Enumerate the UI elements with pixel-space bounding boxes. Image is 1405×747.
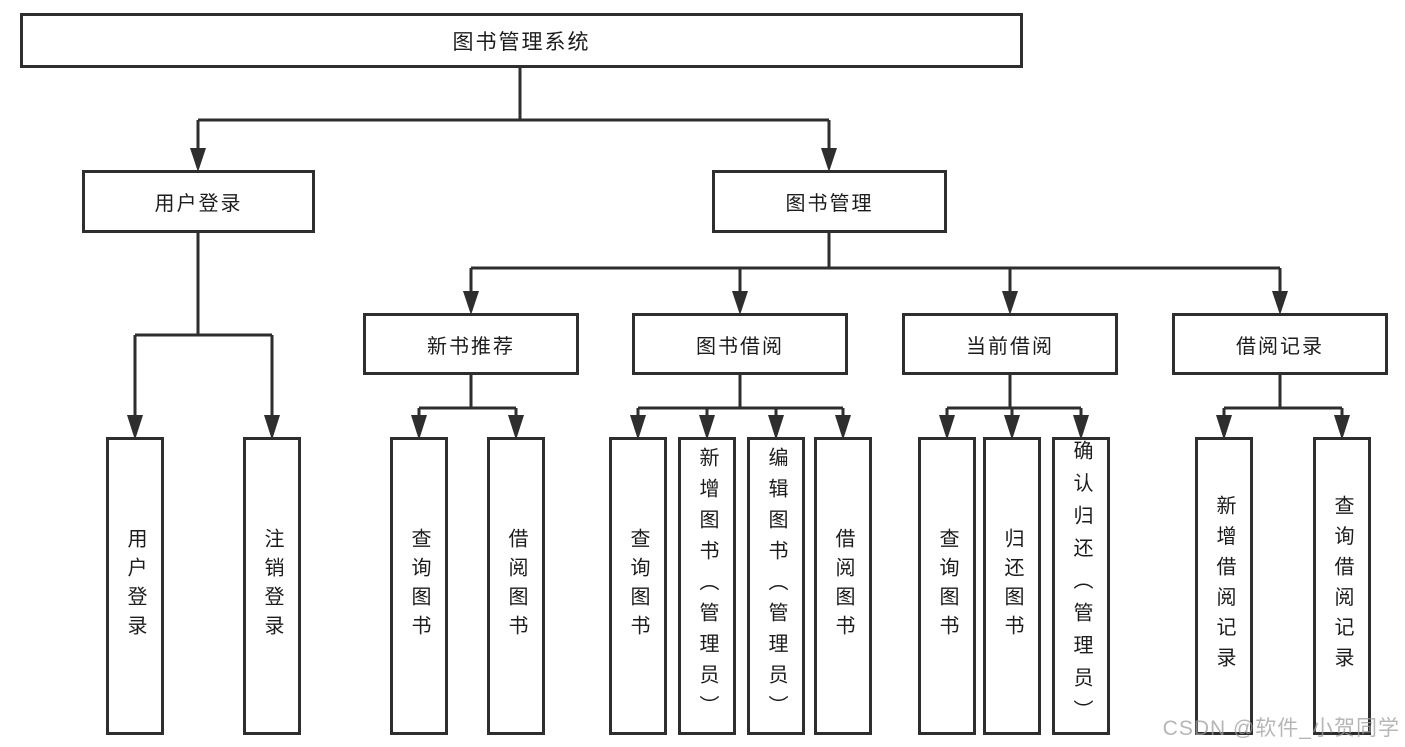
node-label: 当前借阅 (966, 335, 1054, 358)
leaf-logout: 注销登录 (243, 437, 301, 735)
leaf-borrow-books-borrowing: 借阅图书 (814, 437, 872, 735)
node-borrowing-records: 借阅记录 (1172, 313, 1388, 375)
node-label: 注销登录 (261, 528, 283, 644)
leaf-borrow-books-recommend: 借阅图书 (487, 437, 545, 735)
node-label: 图书管理系统 (452, 30, 591, 54)
connector-user-login (133, 233, 274, 435)
arrow-down-icon (190, 148, 206, 172)
node-label: 归还图书 (1001, 528, 1023, 644)
node-label: 借阅图书 (505, 528, 527, 644)
connector-borrowing-records (1222, 375, 1344, 435)
node-label: 新书推荐 (427, 335, 515, 358)
csdn-watermark: CSDN @软件_小贺同学 (1162, 717, 1400, 740)
arrow-down-icon (411, 415, 427, 440)
node-label: 新增借阅记录 (1213, 494, 1235, 678)
node-label: 图书借阅 (696, 335, 784, 358)
leaf-confirm-return-admin: 确认归还（管理员） (1052, 437, 1110, 735)
node-label: 用户登录 (154, 193, 243, 215)
node-current-borrowing: 当前借阅 (902, 313, 1118, 375)
node-label: 用户登录 (124, 528, 146, 644)
leaf-edit-books-admin: 编辑图书（管理员） (747, 437, 805, 735)
leaf-query-books-recommend: 查询图书 (390, 437, 448, 735)
arrow-down-icon (463, 291, 479, 315)
connector-root (196, 68, 831, 168)
arrow-down-icon (630, 415, 646, 440)
leaf-query-books-borrowing: 查询图书 (609, 437, 667, 735)
connector-new-book-recommend (417, 375, 518, 435)
leaf-add-books-admin: 新增图书（管理员） (678, 437, 736, 735)
connector-paths (133, 68, 1344, 435)
node-label: 新增图书（管理员） (696, 446, 718, 726)
connector-book-management (469, 233, 1282, 311)
node-label: 图书管理 (785, 193, 874, 215)
arrow-down-icon (264, 415, 280, 440)
node-label: 查询图书 (627, 528, 649, 644)
arrow-down-icon (1002, 291, 1018, 315)
leaf-return-books: 归还图书 (983, 437, 1041, 735)
leaf-user-login: 用户登录 (106, 437, 164, 735)
node-label: 查询借阅记录 (1331, 494, 1353, 678)
node-new-book-recommend: 新书推荐 (363, 313, 579, 375)
arrow-down-icon (835, 415, 851, 440)
node-book-management: 图书管理 (712, 170, 947, 233)
node-label: 编辑图书（管理员） (765, 446, 787, 726)
arrow-down-icon (821, 148, 837, 172)
arrow-down-icon (1216, 415, 1232, 440)
arrow-down-icon (1334, 415, 1350, 440)
node-label: 查询图书 (936, 528, 958, 644)
arrow-down-icon (699, 415, 715, 440)
leaf-query-books-current: 查询图书 (918, 437, 976, 735)
arrow-down-icon (1272, 291, 1288, 315)
arrow-down-icon (508, 415, 524, 440)
node-label: 借阅图书 (832, 528, 854, 644)
arrow-down-icon (127, 415, 143, 440)
leaf-query-borrow-record: 查询借阅记录 (1313, 437, 1371, 735)
arrow-down-icon (768, 415, 784, 440)
node-label: 查询图书 (408, 528, 430, 644)
arrow-down-icon (732, 291, 748, 315)
arrow-down-icon (1004, 415, 1020, 440)
arrow-down-icon (939, 415, 955, 440)
node-label: 确认归还（管理员） (1070, 440, 1092, 732)
node-book-borrowing: 图书借阅 (632, 313, 848, 375)
arrow-down-icon (1073, 415, 1089, 440)
node-user-login: 用户登录 (82, 170, 315, 233)
leaf-add-borrow-record: 新增借阅记录 (1195, 437, 1253, 735)
connector-book-borrowing (636, 375, 845, 435)
arrowheads (127, 148, 1350, 440)
node-label: 借阅记录 (1236, 335, 1324, 358)
node-root: 图书管理系统 (20, 13, 1023, 68)
